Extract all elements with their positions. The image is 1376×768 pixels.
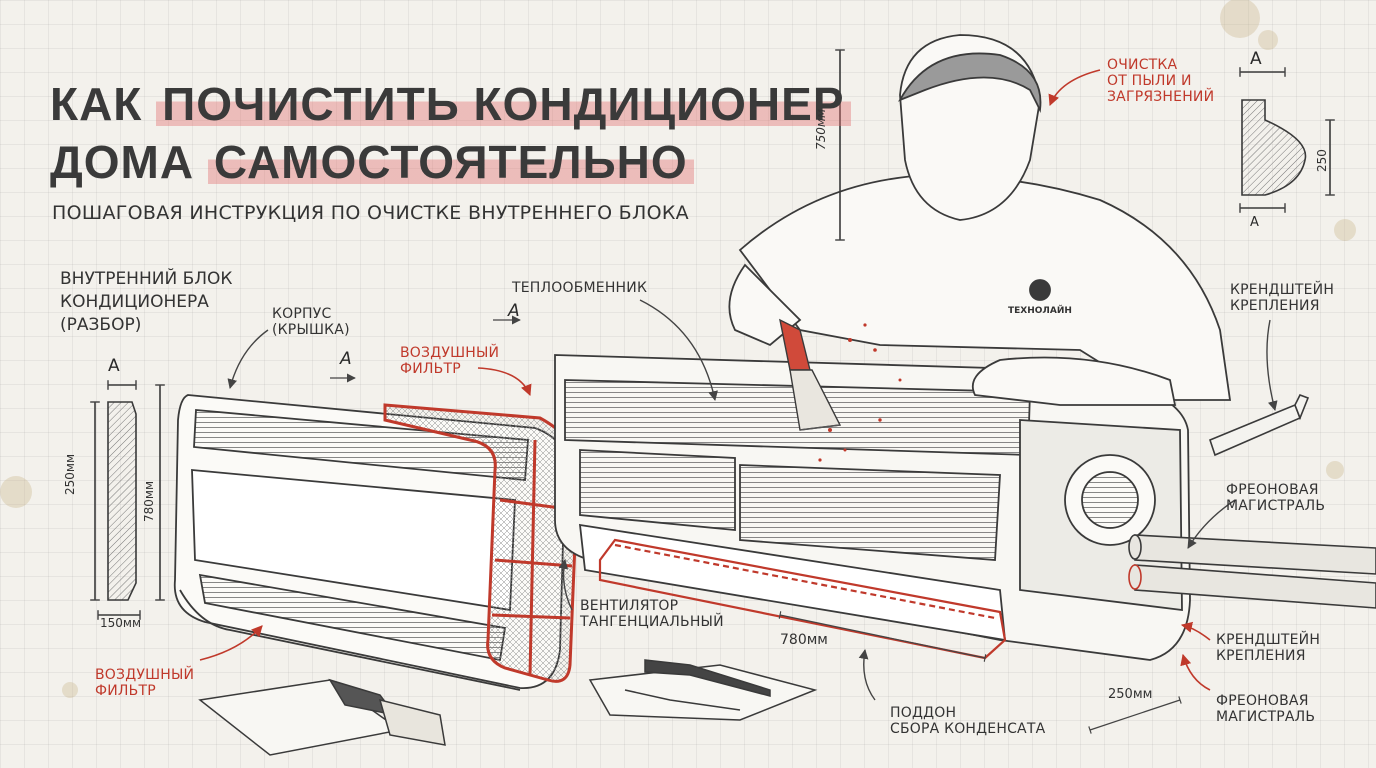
title-line-2-plain: ДОМА xyxy=(50,136,208,188)
block-label-line-1: ВНУТРЕННИЙ БЛОК xyxy=(60,269,233,289)
dim-250mm-depth: 250мм xyxy=(1108,687,1153,702)
dim-750mm: 750мм xyxy=(814,108,828,150)
label-freon-top-line-1: ФРЕОНОВАЯ xyxy=(1226,482,1319,498)
label-freon-top-line-2: МАГИСТРАЛЬ xyxy=(1226,498,1326,515)
section-a-marker: A xyxy=(108,356,120,376)
dim-780mm-left: 780мм xyxy=(142,480,156,522)
label-cleaning-line-3: ЗАГРЯЗНЕНИЙ xyxy=(1107,89,1215,106)
dimension-lines xyxy=(330,315,1182,734)
leader-arrows xyxy=(227,299,1278,701)
subtitle: ПОШАГОВАЯ ИНСТРУКЦИЯ ПО ОЧИСТКЕ ВНУТРЕНН… xyxy=(52,202,689,224)
brush-in-hand xyxy=(779,318,842,431)
label-cleaning-line-1: ОЧИСТКА xyxy=(1107,57,1178,73)
dust-particles xyxy=(818,323,902,462)
paper-stains xyxy=(0,0,1356,698)
label-fan-line-2: ТАНГЕНЦИАЛЬНЫЙ xyxy=(580,614,724,631)
label-bracket-bottom-line-2: КРЕПЛЕНИЯ xyxy=(1216,648,1306,665)
label-bracket-bottom-line-1: КРЕНДШТЕЙН xyxy=(1216,632,1321,648)
dim-250mm-left: 250мм xyxy=(63,453,77,495)
label-air-filter-bottom: ВОЗДУШНЫЙ ФИЛЬТР xyxy=(95,667,194,699)
section-a-cut-marker-2: A xyxy=(508,301,520,321)
condensate-tray-drawing xyxy=(598,538,1007,660)
label-freon-top: ФРЕОНОВАЯ МАГИСТРАЛЬ xyxy=(1226,482,1325,514)
label-heat-exchanger: ТЕПЛООБМЕННИК xyxy=(512,280,648,296)
label-air-filter-top-line-2: ФИЛЬТР xyxy=(400,361,461,378)
title-line-2: ДОМА САМОСТОЯТЕЛЬНО xyxy=(50,136,694,189)
block-label-line-3: (РАЗБОР) xyxy=(60,314,142,335)
title-line-2-highlight: САМОСТОЯТЕЛЬНО xyxy=(207,136,694,188)
mounting-bracket xyxy=(1209,393,1310,457)
label-bracket-top-line-2: КРЕПЛЕНИЯ xyxy=(1230,298,1320,315)
label-air-filter-top: ВОЗДУШНЫЙ ФИЛЬТР xyxy=(400,345,499,377)
section-a-cut-marker: A xyxy=(340,349,352,369)
dim-780mm-tray: 780мм xyxy=(780,632,828,648)
dim-150mm: 150мм xyxy=(100,616,142,630)
label-condensate-tray-line-2: СБОРА КОНДЕНСАТА xyxy=(890,721,1046,738)
label-condensate-tray-line-1: ПОДДОН xyxy=(890,705,957,721)
label-condensate-tray: ПОДДОН СБОРА КОНДЕНСАТА xyxy=(890,705,1045,737)
dim-250-detail: 250 xyxy=(1315,149,1329,172)
shirt-logo-text: ТЕХНОЛАЙН xyxy=(1008,306,1072,316)
technician-figure xyxy=(728,34,1232,406)
detail-a-drawing xyxy=(835,49,1335,241)
block-label: ВНУТРЕННИЙ БЛОК КОНДИЦИОНЕРА (РАЗБОР) xyxy=(60,268,232,337)
label-cleaning: ОЧИСТКА ОТ ПЫЛИ И ЗАГРЯЗНЕНИЙ xyxy=(1107,57,1214,105)
leader-arrows-red xyxy=(199,69,1211,691)
floor-tools xyxy=(198,659,818,756)
label-korpus: КОРПУС (КРЫШКА) xyxy=(272,306,350,338)
cover-panel xyxy=(173,394,567,691)
label-korpus-line-2: (КРЫШКА) xyxy=(272,322,350,339)
label-air-filter-top-line-1: ВОЗДУШНЫЙ xyxy=(400,345,500,361)
label-fan: ВЕНТИЛЯТОР ТАНГЕНЦИАЛЬНЫЙ xyxy=(580,598,724,630)
title-line-1-highlight: ПОЧИСТИТЬ КОНДИЦИОНЕР xyxy=(156,78,851,130)
label-freon-bottom-line-2: МАГИСТРАЛЬ xyxy=(1216,709,1316,726)
detail-a-marker-top: A xyxy=(1250,49,1262,69)
label-freon-bottom-line-1: ФРЕОНОВАЯ xyxy=(1216,693,1309,709)
title-line-1-plain: КАК xyxy=(50,78,157,130)
title-line-1: КАК ПОЧИСТИТЬ КОНДИЦИОНЕР xyxy=(50,78,851,131)
detail-a-marker-bottom: A xyxy=(1250,215,1259,230)
label-korpus-line-1: КОРПУС xyxy=(272,306,332,322)
label-cleaning-line-2: ОТ ПЫЛИ И xyxy=(1107,73,1192,90)
block-label-line-2: КОНДИЦИОНЕРА xyxy=(60,291,209,312)
section-a-drawing xyxy=(90,380,165,620)
label-bracket-bottom: КРЕНДШТЕЙН КРЕПЛЕНИЯ xyxy=(1216,632,1320,664)
label-air-filter-bottom-line-2: ФИЛЬТР xyxy=(95,683,156,700)
label-bracket-top: КРЕНДШТЕЙН КРЕПЛЕНИЯ xyxy=(1230,282,1334,314)
label-air-filter-bottom-line-1: ВОЗДУШНЫЙ xyxy=(95,667,195,683)
label-freon-bottom: ФРЕОНОВАЯ МАГИСТРАЛЬ xyxy=(1216,693,1315,725)
label-fan-line-1: ВЕНТИЛЯТОР xyxy=(580,598,679,614)
label-bracket-top-line-1: КРЕНДШТЕЙН xyxy=(1230,282,1335,298)
